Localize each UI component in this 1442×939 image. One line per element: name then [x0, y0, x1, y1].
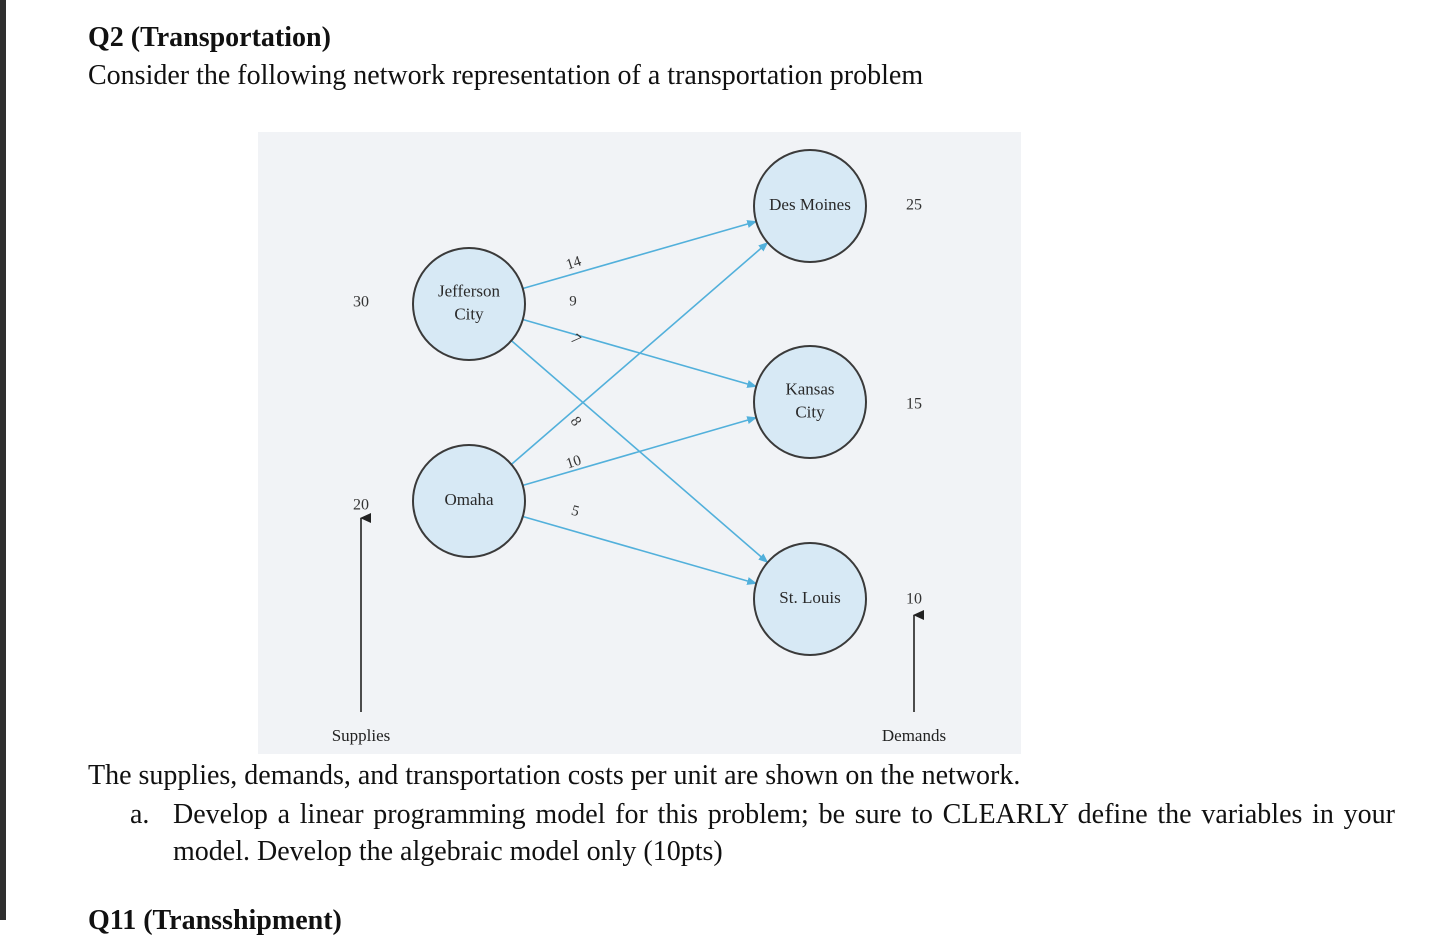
question-heading: Q2 (Transportation) — [88, 22, 331, 53]
destination-node-des-moines: Des Moines — [753, 149, 867, 263]
demand-value: 10 — [906, 591, 922, 608]
demands-label: Demands — [882, 726, 946, 745]
supply-value: 20 — [353, 497, 369, 514]
arc-1-0 — [510, 241, 769, 466]
node-label: Jefferson — [438, 281, 500, 300]
demand-value: 25 — [906, 197, 922, 214]
node-circle — [753, 345, 867, 459]
origin-node-omaha: Omaha — [412, 444, 526, 558]
question-intro: Consider the following network represent… — [88, 60, 924, 91]
task-item-text: Develop a linear programming model for t… — [173, 799, 1395, 867]
arc-0-0 — [522, 220, 758, 290]
arc-cost-label: 10 — [564, 453, 583, 473]
window-left-edge — [0, 0, 6, 920]
node-label: City — [454, 304, 484, 323]
network-explanation: The supplies, demands, and transportatio… — [88, 760, 1021, 791]
node-circle — [412, 444, 526, 558]
node-label: City — [795, 402, 825, 421]
arc-1-1 — [522, 416, 758, 487]
node-label: Des Moines — [769, 195, 851, 214]
node-label: Omaha — [444, 490, 494, 509]
node-circle — [753, 542, 867, 656]
arc-1-2 — [522, 515, 758, 585]
demand-value: 15 — [906, 396, 922, 413]
arc-cost-label: 9 — [569, 293, 577, 309]
node-label: St. Louis — [779, 588, 840, 607]
arc-cost-label: 14 — [564, 253, 584, 273]
supply-value: 30 — [353, 294, 369, 311]
destination-node-st-louis: St. Louis — [753, 542, 867, 656]
supplies-label: Supplies — [332, 726, 391, 745]
next-question-heading: Q11 (Transshipment) — [88, 905, 342, 936]
node-label: Kansas — [785, 379, 834, 398]
task-item-marker: a. — [130, 799, 150, 830]
arc-cost-label: 5 — [569, 503, 580, 520]
node-circle — [412, 247, 526, 361]
arc-cost-label: 8 — [567, 414, 584, 429]
node-circle — [753, 149, 867, 263]
